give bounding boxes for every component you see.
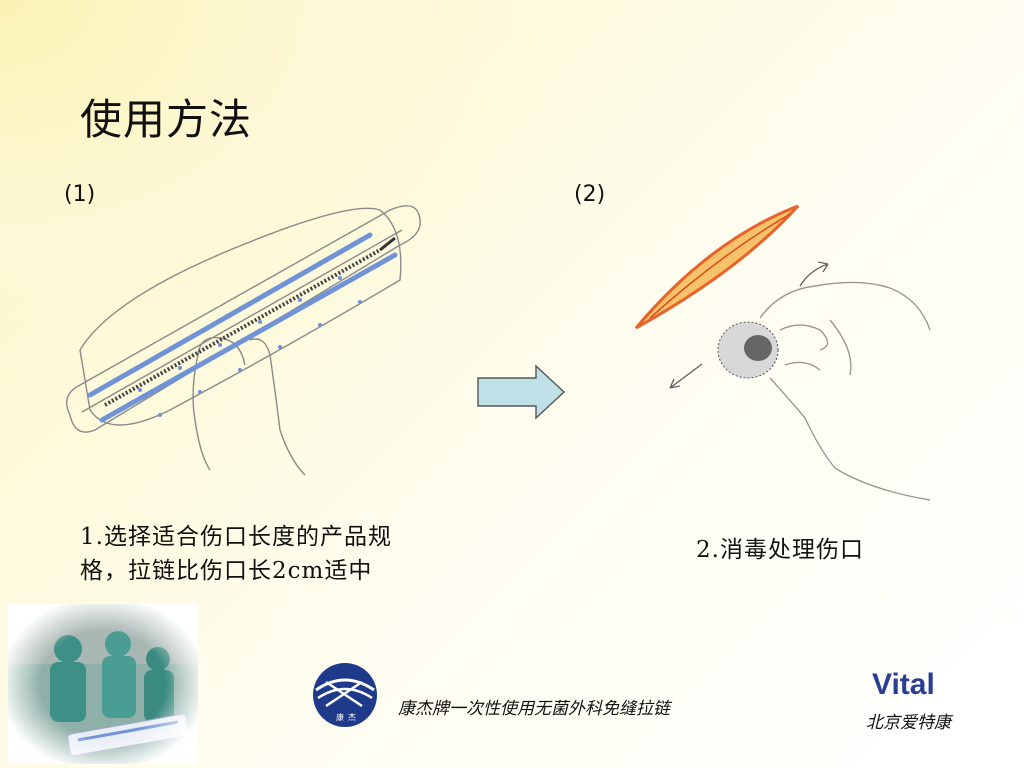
step-1-caption-line-2: 格，拉链比伤口长2cm适中 — [80, 558, 373, 584]
step-2-caption: 2.消毒处理伤口 — [696, 537, 864, 563]
step-1-number: (1) — [64, 182, 96, 207]
kangjie-logo: 康 杰 — [313, 663, 377, 727]
step-2-number: (2) — [574, 182, 606, 207]
logo-text-2: 杰 — [348, 712, 356, 722]
step-1-caption-line-1: 1.选择适合伤口长度的产品规 — [80, 524, 392, 550]
logo-text-1: 康 — [336, 712, 344, 722]
product-name: 康杰牌一次性使用无菌外科免缝拉链 — [398, 699, 670, 719]
next-step-arrow-icon — [477, 364, 566, 420]
surgery-photo — [8, 604, 198, 764]
step-2-disinfection-illustration — [634, 204, 931, 501]
step-1-caption: 1.选择适合伤口长度的产品规 格，拉链比伤口长2cm适中 — [80, 520, 460, 588]
step-1-zipper-illustration — [66, 205, 421, 476]
page-title: 使用方法 — [80, 95, 253, 144]
brand-name: Vital — [872, 668, 935, 701]
brand-subtitle: 北京爱特康 — [866, 713, 951, 733]
